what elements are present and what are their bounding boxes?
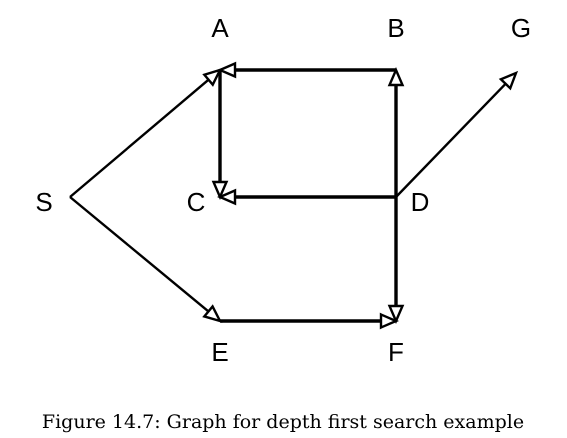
arrowhead-icon [387,66,405,87]
node-label-g: G [511,13,531,43]
edge-line [69,196,210,313]
arrowhead-icon [387,304,405,325]
node-label-s: S [35,187,52,217]
edge-a-c [211,70,229,201]
edge-b-a [216,61,396,79]
arrowhead-icon [202,304,223,323]
arrowhead-icon [498,70,519,91]
node-label-d: D [411,187,430,217]
labels-layer: S A B G C D E F [35,13,531,367]
node-label-e: E [211,337,228,367]
node-label-b: B [387,13,404,43]
figure-caption: Figure 14.7: Graph for depth first searc… [42,411,524,433]
arrowhead-icon [216,61,237,79]
arrowhead-icon [202,68,223,87]
edge-d-b [387,66,405,197]
edge-d-g [395,70,519,198]
arrowhead-icon [379,312,400,330]
arrowhead-icon [211,180,229,201]
node-label-f: F [388,337,404,367]
edge-d-c [216,188,396,206]
edge-line [69,78,210,198]
arrowhead-icon [216,188,237,206]
edge-e-f [220,312,400,330]
edge-line [395,82,507,198]
node-label-a: A [211,13,229,43]
node-label-c: C [187,187,206,217]
edge-s-a [69,68,223,198]
edges-layer [69,61,519,330]
edge-s-e [69,196,223,323]
edge-d-f [387,197,405,325]
